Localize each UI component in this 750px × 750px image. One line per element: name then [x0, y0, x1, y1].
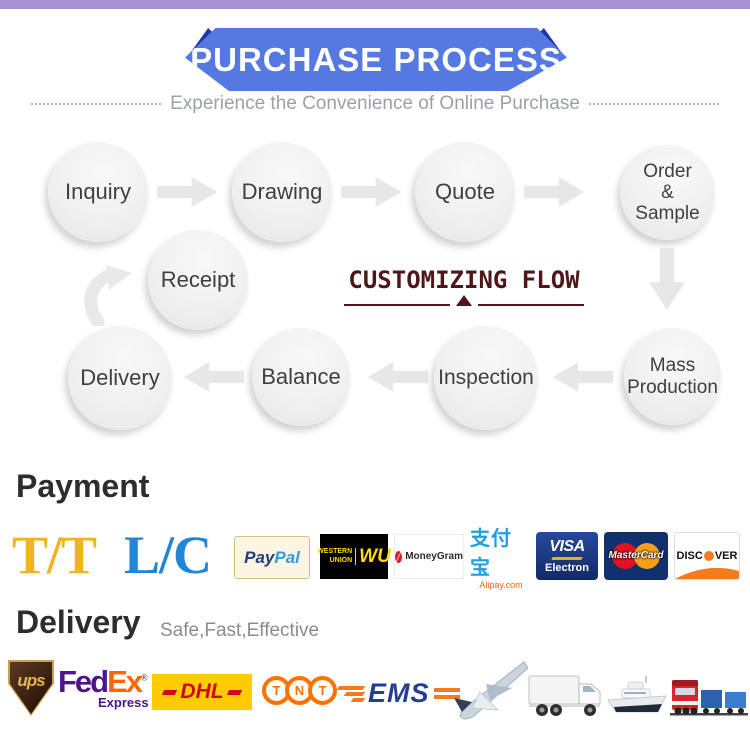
wu-line1: WESTERN: [317, 548, 353, 556]
banner-subtitle-row: Experience the Convenience of Online Pur…: [0, 93, 750, 115]
flow-step-delivery: Delivery: [68, 326, 172, 430]
delivery-tagline: Safe,Fast,Effective: [160, 620, 320, 641]
flow-step-inquiry: Inquiry: [48, 142, 148, 242]
fedex-wordmark: FedEx®: [58, 666, 149, 697]
ups-label: ups: [17, 671, 45, 690]
fedex-express-label: Express: [98, 695, 149, 710]
dhl-dash-left-icon: [162, 689, 178, 695]
wu-line2: UNION: [329, 556, 353, 564]
paypal-pay-label: Pay: [244, 547, 275, 567]
ups-badge: ups: [8, 660, 54, 716]
flow-step-order-sample: Order & Sample: [620, 145, 715, 240]
fedex-reg-mark: ®: [141, 672, 148, 683]
ems-wing-left-icon: [336, 685, 366, 702]
ups-shield-icon: ups: [10, 662, 52, 714]
moneygram-label: MoneyGram: [405, 551, 463, 562]
flow-curved-arrow-delivery-receipt: [84, 265, 132, 326]
banner-ribbon-bar: [0, 0, 750, 9]
discover-label: DISC VER: [677, 550, 738, 562]
underline-right: [478, 304, 584, 306]
flow-arrow-quote-order: [524, 177, 584, 207]
subtitle-dash-left: [31, 103, 162, 105]
payment-method-lc: L/C: [124, 525, 212, 585]
ems-wing-right-icon: [433, 688, 460, 699]
flow-arrow-order-massproduction: [649, 248, 685, 310]
ems-badge: EMS: [336, 678, 460, 709]
paypal-pal-label: Pal: [274, 547, 300, 567]
flow-arrow-balance-delivery: [184, 360, 244, 394]
payment-heading: Payment: [16, 468, 150, 504]
underline-left: [344, 304, 450, 306]
discover-badge: DISC VER: [674, 532, 740, 580]
visa-label: VISA: [549, 538, 585, 555]
discover-pre: DISC: [676, 550, 703, 562]
tnt-circle-3: T: [308, 676, 337, 705]
truck-icon: [528, 675, 601, 716]
flow-step-balance: Balance: [252, 328, 350, 426]
dhl-badge: DHL: [152, 674, 252, 710]
fedex-badge: FedEx® Express: [58, 666, 149, 710]
alipay-cn-label: 支付宝: [470, 528, 512, 579]
banner-subtitle: Experience the Convenience of Online Pur…: [170, 93, 580, 114]
page-title: PURCHASE PROCESS: [190, 40, 562, 78]
ems-label: EMS: [368, 678, 430, 708]
customizing-flow-heading: CUSTOMIZING FLOW: [348, 266, 580, 294]
wu-initials: WU: [359, 545, 391, 567]
customizing-flow-block: CUSTOMIZING FLOW: [338, 266, 590, 306]
flow-step-inspection: Inspection: [434, 326, 538, 430]
moneygram-globe-icon: [395, 550, 403, 563]
flow-step-drawing: Drawing: [232, 142, 332, 242]
moneygram-badge: MoneyGram: [394, 534, 464, 579]
visa-electron-badge: VISA Electron: [536, 532, 598, 580]
flow-arrow-inspection-balance: [368, 360, 428, 394]
train-icon: [670, 680, 748, 716]
payment-method-tt: T/T: [12, 525, 97, 585]
yacht-icon: [607, 676, 667, 713]
tnt-badge: T N T: [262, 676, 337, 705]
mastercard-label: MasterCard: [608, 550, 664, 561]
discover-o-icon: [703, 551, 714, 561]
flow-step-receipt: Receipt: [148, 230, 248, 330]
flow-arrow-inquiry-drawing: [157, 177, 217, 207]
discover-swoosh-icon: [675, 567, 739, 579]
flow-arrow-massproduction-inspection: [553, 360, 613, 394]
alipay-badge: 支付宝 Alipay.com: [470, 528, 532, 590]
visa-electron-label: Electron: [544, 562, 589, 574]
mastercard-yellow-circle-icon: [634, 543, 660, 569]
airplane-icon: [454, 661, 528, 720]
fedex-fed-label: Fed: [58, 664, 109, 699]
mastercard-badge: MasterCard: [604, 532, 668, 580]
fedex-ex-label: Ex: [107, 664, 143, 699]
customizing-flow-underline: [338, 295, 590, 306]
alipay-en-label: Alipay.com: [479, 580, 523, 590]
flow-arrow-drawing-quote: [341, 177, 401, 207]
mastercard-red-circle-icon: [612, 543, 638, 569]
flow-step-quote: Quote: [415, 142, 515, 242]
discover-post: VER: [714, 550, 738, 562]
western-union-wordmark: WESTERN UNION: [317, 548, 357, 565]
visa-swoosh-icon: [551, 557, 583, 560]
western-union-badge: WESTERN UNION WU: [317, 534, 391, 579]
banner-ribbon: PURCHASE PROCESS: [185, 28, 567, 91]
underline-triangle-icon: [456, 295, 472, 306]
dhl-dash-right-icon: [226, 689, 242, 695]
flow-step-mass-production: Mass Production: [624, 328, 721, 425]
delivery-heading: Delivery: [16, 604, 141, 640]
subtitle-dash-right: [588, 103, 719, 105]
dhl-label: DHL: [180, 680, 224, 703]
